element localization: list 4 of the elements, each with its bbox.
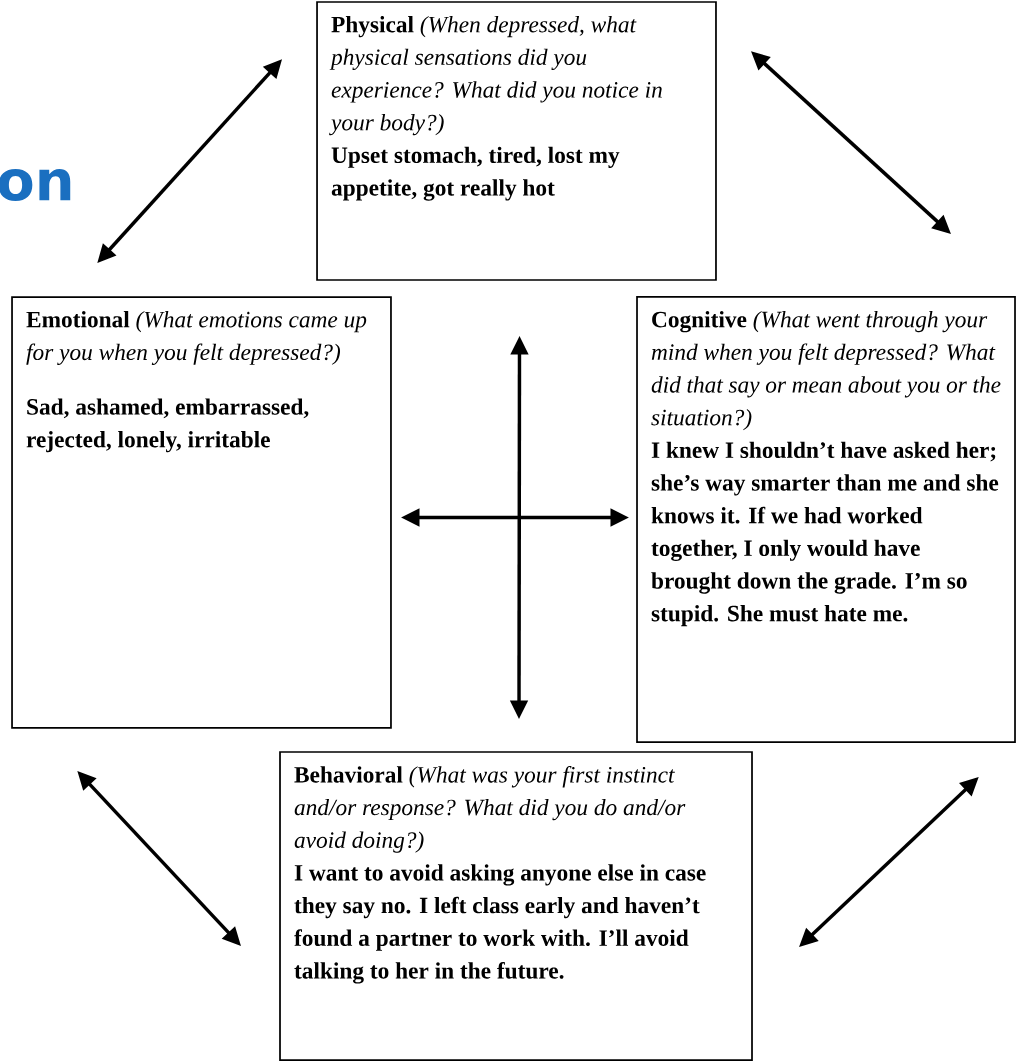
- text-box: Cognitive (What went through your mind when you felt depressed? What did that say or mean about you or the situation?) I knew I shouldn’t have asked her; she’s way smarter than me and she knows it. If we had worked together, I only would have brought down the grade. I’m so stupid. She must hate me.: [636, 296, 1016, 743]
- text-box: Emotional (What emotions came up for you when you felt depressed?) Sad, ashamed, embarrassed, rejected, lonely, irritable: [11, 296, 392, 729]
- text-box: Physical (When depressed, what physical sensations did you experience? What did you notice in your body?) Upset stomach, tired, lost my appetite, got really hot: [316, 1, 717, 281]
- text-box: Behavioral (What was your first instinct and/or response? What did you do and/or avoid doing?) I want to avoid asking anyone else in case they say no. I left class early and haven’t found a partner to work with. I’ll avoid talking to her in the future.: [279, 751, 753, 1061]
